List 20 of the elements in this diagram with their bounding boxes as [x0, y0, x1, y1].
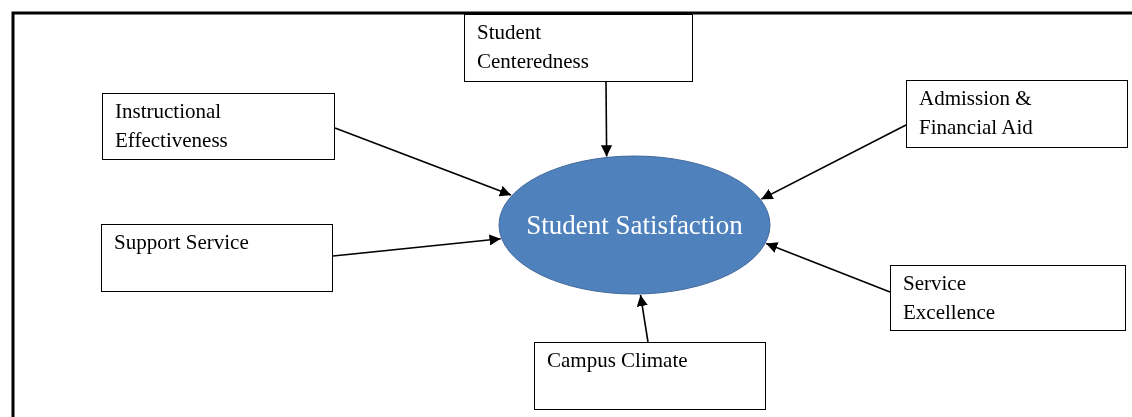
arrow [600, 81, 613, 158]
arrow [765, 242, 891, 293]
node-label: Service Excellence [903, 270, 997, 326]
text-box [906, 80, 1128, 148]
text-box [534, 342, 766, 410]
node-label: Campus Climate [547, 347, 688, 374]
text-box [890, 265, 1126, 331]
node-label: Support Service [114, 229, 249, 256]
arrow [636, 294, 649, 343]
arrow [760, 124, 907, 200]
arrow [332, 234, 502, 257]
text-box [101, 224, 333, 292]
arrow [334, 127, 512, 197]
node-label: Admission & Financial Aid [919, 85, 1034, 141]
text-box [102, 93, 335, 160]
node-label: Instructional Effectiveness [115, 98, 229, 154]
ellipse-node [498, 155, 771, 295]
node-label: Student Satisfaction [526, 209, 743, 242]
text-box [464, 14, 693, 82]
node-label: Student Centeredness [477, 19, 590, 75]
